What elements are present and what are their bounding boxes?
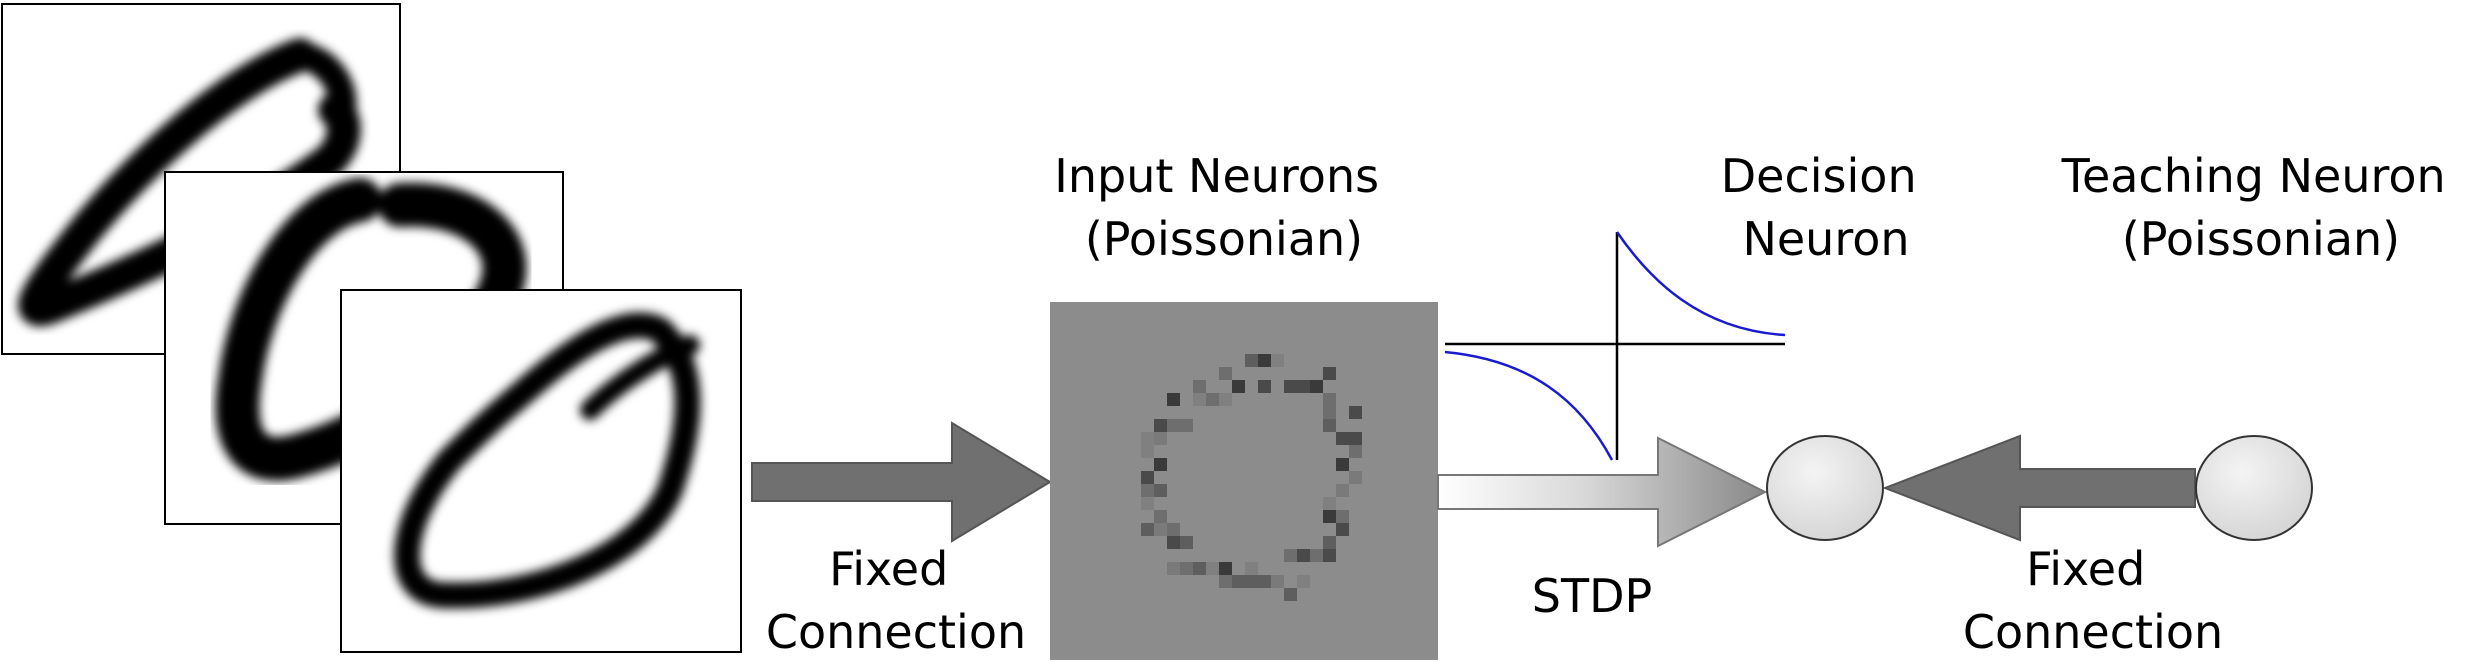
input-neuron-pixel (1219, 367, 1232, 380)
input-neurons-label-line1: Input Neurons (1054, 149, 1379, 203)
input-neuron-pixel (1323, 497, 1336, 510)
input-neuron-pixel (1193, 562, 1206, 575)
input-neuron-pixel (1284, 588, 1297, 601)
input-neuron-pixel (1323, 393, 1336, 406)
teaching-neuron (2195, 435, 2313, 541)
input-neuron-pixel (1206, 393, 1219, 406)
decision-neuron-label-line1: Decision (1721, 149, 1917, 203)
fixed-connection-right-line1: Fixed (2026, 542, 2145, 596)
input-neuron-pixel (1206, 562, 1219, 575)
teaching-neuron-label-line2: (Poissonian) (2122, 212, 2400, 266)
input-neuron-pixel (1271, 575, 1284, 588)
fixed-connection-left-label: Fixed Connection (766, 542, 1026, 659)
input-neurons-label: Input Neurons (Poissonian) (1054, 149, 1393, 266)
input-neuron-pixel (1180, 536, 1193, 549)
input-neuron-pixel (1141, 471, 1154, 484)
input-neuron-pixel (1167, 393, 1180, 406)
input-neuron-pixel (1297, 380, 1310, 393)
input-neuron-pixel (1336, 432, 1349, 445)
input-neuron-pixel (1258, 575, 1271, 588)
input-neuron-pixel (1154, 523, 1167, 536)
stdp-label: STDP (1532, 569, 1652, 623)
input-neuron-pixel (1245, 562, 1258, 575)
input-neuron-pixel (1323, 367, 1336, 380)
input-neuron-pixel (1349, 406, 1362, 419)
input-neuron-pixel (1310, 380, 1323, 393)
decision-neuron-label-line2: Neuron (1742, 212, 1909, 266)
input-neuron-pixel (1336, 523, 1349, 536)
digit-image-3 (340, 289, 742, 653)
input-neurons-label-line2: (Poissonian) (1085, 212, 1363, 266)
input-neuron-pixel (1167, 523, 1180, 536)
input-neuron-pixel (1193, 393, 1206, 406)
fixed-connection-right-line2: Connection (1963, 605, 2223, 659)
input-neuron-pixel (1349, 471, 1362, 484)
input-neuron-pixel (1297, 549, 1310, 562)
input-neurons-grid (1050, 302, 1438, 660)
input-neuron-pixel (1141, 523, 1154, 536)
input-neuron-pixel (1336, 458, 1349, 471)
teaching-neuron-label-line1: Teaching Neuron (2061, 149, 2446, 203)
input-neuron-pixel (1180, 419, 1193, 432)
input-neuron-pixel (1323, 406, 1336, 419)
teaching-neuron-label: Teaching Neuron (Poissonian) (2061, 149, 2461, 266)
input-neuron-pixel (1284, 549, 1297, 562)
input-neuron-pixel (1154, 419, 1167, 432)
input-neuron-pixel (1141, 484, 1154, 497)
fixed-connection-arrow-right (1882, 434, 2196, 542)
input-neuron-pixel (1154, 432, 1167, 445)
input-neuron-pixel (1180, 562, 1193, 575)
input-neuron-pixel (1154, 458, 1167, 471)
input-neuron-pixel (1349, 432, 1362, 445)
input-neuron-pixel (1141, 432, 1154, 445)
input-neuron-pixel (1245, 354, 1258, 367)
fixed-connection-right-label: Fixed Connection (1963, 542, 2223, 659)
input-neuron-pixel (1232, 380, 1245, 393)
input-neuron-pixel (1219, 562, 1232, 575)
decision-neuron (1766, 435, 1884, 541)
input-neuron-pixel (1258, 380, 1271, 393)
input-neuron-pixel (1323, 419, 1336, 432)
input-neuron-pixel (1245, 575, 1258, 588)
input-neuron-pixel (1284, 380, 1297, 393)
input-neuron-pixel (1167, 536, 1180, 549)
input-neuron-pixel (1167, 419, 1180, 432)
input-neuron-pixel (1141, 497, 1154, 510)
decision-neuron-label: Decision Neuron (1721, 149, 1931, 266)
input-neuron-pixel (1193, 380, 1206, 393)
fixed-connection-left-line1: Fixed (829, 542, 948, 596)
input-neuron-pixel (1271, 354, 1284, 367)
input-neuron-pixel (1323, 549, 1336, 562)
fixed-connection-arrow-left (751, 421, 1052, 543)
input-neuron-pixel (1154, 510, 1167, 523)
input-neuron-pixel (1336, 484, 1349, 497)
input-neuron-pixel (1167, 562, 1180, 575)
input-neuron-pixel (1323, 510, 1336, 523)
input-neuron-pixel (1336, 510, 1349, 523)
stdp-arrow (1437, 436, 1768, 548)
input-neuron-pixel (1323, 536, 1336, 549)
input-neuron-pixel (1219, 393, 1232, 406)
stdp-curve (1444, 231, 1786, 461)
input-neuron-pixel (1219, 575, 1232, 588)
fixed-connection-left-line2: Connection (766, 605, 1026, 659)
input-neuron-pixel (1297, 575, 1310, 588)
input-neuron-pixel (1141, 445, 1154, 458)
input-neuron-pixel (1154, 484, 1167, 497)
input-neuron-pixel (1349, 445, 1362, 458)
input-neuron-pixel (1310, 549, 1323, 562)
input-neuron-pixel (1258, 354, 1271, 367)
input-neuron-pixel (1232, 575, 1245, 588)
